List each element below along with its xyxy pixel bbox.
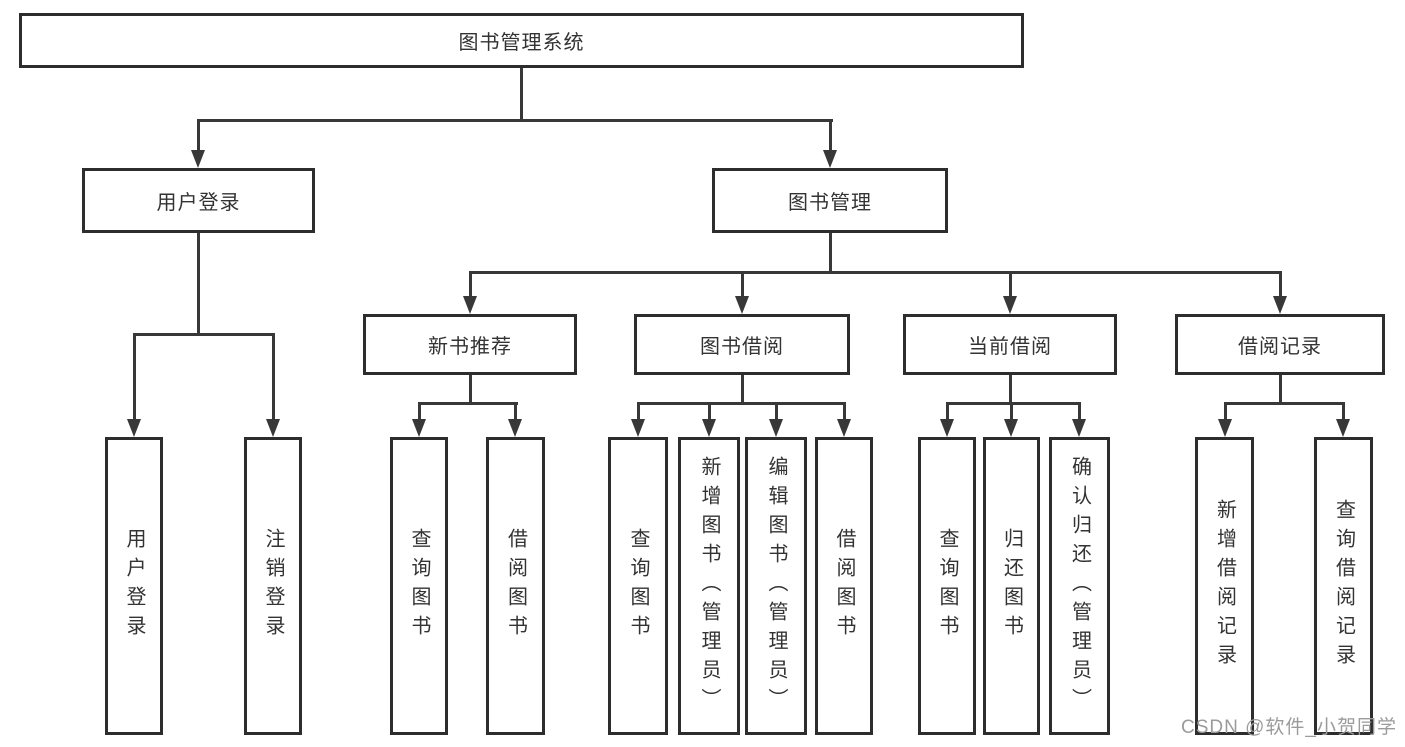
node-leaf-query-books-borrow: 查询图书 [608, 437, 668, 735]
leaf-label: 借阅图书 [833, 528, 855, 644]
arrow-down-icon [1218, 419, 1232, 437]
node-new-book-recommend: 新书推荐 [363, 314, 577, 375]
leaf-label: 注销登录 [262, 528, 284, 644]
node-borrow-records: 借阅记录 [1175, 314, 1385, 375]
arrow-down-icon [631, 419, 645, 437]
node-new-book-recommend-label: 新书推荐 [428, 336, 512, 358]
arrow-down-icon [769, 419, 783, 437]
connector-line [469, 271, 472, 299]
connector-line [829, 119, 832, 152]
node-leaf-confirm-return-admin: 确认归还（管理员） [1049, 437, 1110, 735]
node-book-borrow: 图书借阅 [634, 314, 850, 375]
connector-line [946, 402, 949, 424]
arrow-down-icon [1003, 296, 1017, 314]
node-leaf-borrow-books: 借阅图书 [815, 437, 873, 735]
connector-line [197, 233, 200, 336]
node-leaf-add-borrow-record: 新增借阅记录 [1195, 437, 1254, 735]
connector-line [1009, 375, 1012, 405]
connector-line [946, 402, 1081, 405]
connector-line [514, 402, 517, 424]
node-borrow-records-label: 借阅记录 [1238, 336, 1322, 358]
connector-line [469, 375, 472, 405]
arrow-down-icon [837, 419, 851, 437]
leaf-label: 查询借阅记录 [1332, 499, 1355, 673]
leaf-label: 查询图书 [408, 528, 430, 644]
connector-line [741, 375, 744, 405]
connector-line [197, 119, 200, 152]
leaf-label: 归还图书 [1000, 528, 1023, 644]
connector-line [637, 402, 640, 424]
connector-line [1078, 402, 1081, 424]
node-book-management: 图书管理 [712, 168, 948, 233]
leaf-label: 编辑图书（管理员） [765, 455, 787, 717]
node-leaf-add-books-admin: 新增图书（管理员） [678, 437, 740, 735]
leaf-label: 确认归还（管理员） [1068, 455, 1091, 717]
watermark: CSDN @软件_小贺同学 [1181, 717, 1397, 738]
arrow-down-icon [702, 419, 716, 437]
arrow-down-icon [940, 419, 954, 437]
connector-line [843, 402, 846, 424]
arrow-down-icon [127, 419, 141, 437]
leaf-label: 查询图书 [627, 528, 649, 644]
node-leaf-query-books-recommend: 查询图书 [390, 437, 448, 735]
arrow-down-icon [412, 419, 426, 437]
connector-line [1224, 402, 1227, 424]
arrow-down-icon [266, 419, 280, 437]
connector-line [741, 271, 744, 299]
connector-line [1279, 271, 1282, 299]
node-book-management-label: 图书管理 [788, 192, 872, 214]
connector-line [1279, 375, 1282, 405]
node-root: 图书管理系统 [19, 13, 1024, 68]
node-user-login: 用户登录 [82, 168, 315, 233]
connector-line [775, 402, 778, 424]
arrow-down-icon [1273, 296, 1287, 314]
connector-line [1342, 402, 1345, 424]
connector-line [1010, 402, 1013, 424]
connector-line [133, 333, 136, 423]
arrow-down-icon [1004, 419, 1018, 437]
arrow-down-icon [823, 150, 837, 168]
arrow-down-icon [735, 296, 749, 314]
leaf-label: 查询图书 [936, 528, 958, 644]
leaf-label: 新增图书（管理员） [698, 455, 720, 717]
node-leaf-edit-books-admin: 编辑图书（管理员） [745, 437, 807, 735]
node-leaf-query-books-current: 查询图书 [918, 437, 976, 735]
connector-line [133, 333, 275, 336]
connector-line [637, 402, 846, 405]
arrow-down-icon [508, 419, 522, 437]
node-current-borrow: 当前借阅 [903, 314, 1117, 375]
arrow-down-icon [191, 150, 205, 168]
connector-line [708, 402, 711, 424]
connector-line [272, 333, 275, 423]
connector-line [1009, 271, 1012, 299]
connector-line [829, 233, 832, 274]
arrow-down-icon [1072, 419, 1086, 437]
connector-line [418, 402, 421, 424]
connector-line [469, 271, 1282, 274]
connector-line [1224, 402, 1345, 405]
node-current-borrow-label: 当前借阅 [968, 336, 1052, 358]
node-leaf-logout: 注销登录 [244, 437, 302, 735]
node-book-borrow-label: 图书借阅 [700, 336, 784, 358]
connector-line [418, 402, 518, 405]
node-root-label: 图书管理系统 [458, 32, 585, 54]
leaf-label: 新增借阅记录 [1213, 499, 1236, 673]
connector-line [197, 119, 833, 122]
arrow-down-icon [1336, 419, 1350, 437]
node-leaf-borrow-books-recommend: 借阅图书 [486, 437, 545, 735]
node-leaf-user-login: 用户登录 [105, 437, 163, 735]
node-leaf-return-books: 归还图书 [983, 437, 1040, 735]
node-user-login-label: 用户登录 [156, 192, 241, 214]
leaf-label: 用户登录 [123, 528, 145, 644]
connector-line [520, 68, 523, 120]
node-leaf-query-borrow-record: 查询借阅记录 [1314, 437, 1373, 735]
leaf-label: 借阅图书 [504, 528, 527, 644]
arrow-down-icon [463, 296, 477, 314]
